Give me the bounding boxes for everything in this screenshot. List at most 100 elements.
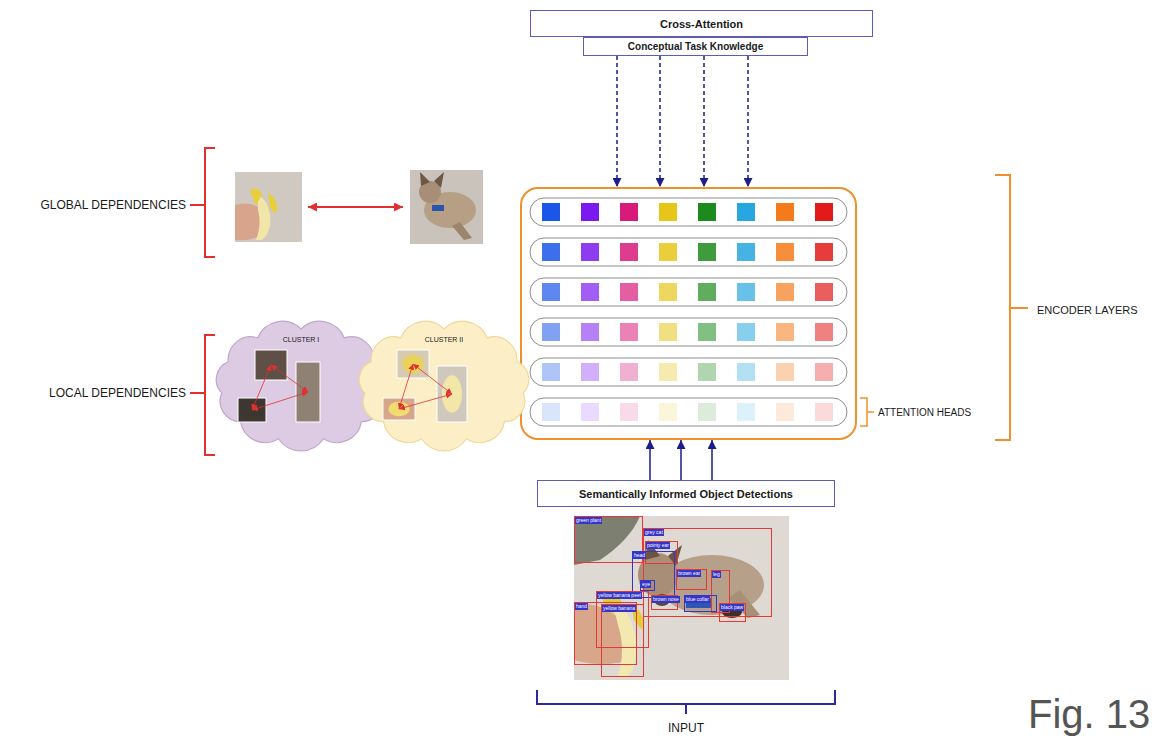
attention-head-square [620,323,638,341]
detection-tag: brown ear [677,570,701,577]
node-text: ENCODER LAYERS [1037,304,1138,316]
dependency-label: GLOBAL DEPENDENCIES [40,198,186,212]
cat-photo [410,170,483,244]
cat-photo [410,170,483,244]
attention-head-square [542,403,560,421]
attention-head-square [815,323,833,341]
attention-head-square [776,403,794,421]
attention-head-square [659,283,677,301]
detection-box [720,604,746,622]
attention-head-square [776,283,794,301]
detection-tag: head [633,552,646,559]
attention-head-square [542,323,560,341]
attention-head-square [659,363,677,381]
node-text: CLUSTER II [353,336,535,343]
attention-head-square [581,283,599,301]
layer-pill [530,278,847,306]
detection-box [641,581,655,591]
local-dependency-arrow [271,365,308,392]
attention-head-square [815,203,833,221]
local-dependency-arrow [413,364,452,394]
layer-pill [530,318,847,346]
detection-box [575,517,772,677]
detection-tag: eye [641,581,651,588]
attention-head-square [815,363,833,381]
detection-tag: blue collar [685,596,710,603]
red-bracket [190,335,215,455]
detection-tag: green plant [575,517,602,524]
attention-head-square [659,403,677,421]
banana-photo [250,189,262,206]
attention-head-square [620,283,638,301]
attention-head-square [698,323,716,341]
layer-pill [530,198,847,226]
attention-head-square [698,403,716,421]
input-photo [574,516,789,680]
input-photo [574,516,640,565]
detection-tag: yellow banana peel [597,592,642,599]
solid-arrow [711,440,713,480]
node-text: Semantically Informed Object Detections [579,488,793,500]
attention-head-square [737,323,755,341]
detection-tag: grey cat [644,529,664,536]
dependency-label: LOCAL DEPENDENCIES [49,386,186,400]
layer-pill [530,358,847,386]
red-bracket [190,148,215,257]
attention-head-square [581,203,599,221]
cat-photo [434,172,444,188]
detection-box [646,542,678,564]
attention-head-square [776,363,794,381]
bracket-label: INPUT [668,721,704,735]
attention-head-square [581,323,599,341]
encoder-layer-row [530,278,847,306]
detection-box [602,605,644,677]
attention-head-square [815,243,833,261]
attention-head-square [620,363,638,381]
attention-head-square [698,283,716,301]
process-box: Cross-Attention [530,10,873,37]
attention-head-square [776,323,794,341]
orange-bracket [995,175,1028,440]
encoder-layer-row [530,398,847,426]
process-box: Semantically Informed Object Detections [537,480,835,507]
attention-head-square [542,203,560,221]
bracket-label: ATTENTION HEADS [878,407,971,418]
cat-photo [420,172,430,186]
attention-head-square [581,243,599,261]
encoder-layer-row [530,238,847,266]
cluster-cloud: CLUSTER II [353,318,535,452]
attention-head-square [737,203,755,221]
attention-head-square [542,243,560,261]
attention-head-square [659,203,677,221]
attention-head-square [737,283,755,301]
attention-head-square [659,243,677,261]
attention-head-square [542,283,560,301]
attention-head-square [698,203,716,221]
dashed-arrow [659,56,661,187]
attention-head-square [776,203,794,221]
detection-tag: yellow banana [602,605,636,612]
attention-head-square [776,243,794,261]
attention-head-square [581,403,599,421]
detection-box [633,552,675,598]
detection-tag: black paw [720,604,744,611]
banana-photo [235,172,302,242]
attention-head-square [698,243,716,261]
banana-photo [256,195,270,240]
cat-photo [432,205,444,211]
detection-box [644,529,772,617]
local-dependency-arrow [399,364,413,409]
attention-head-square [737,363,755,381]
attention-head-square [737,403,755,421]
node-text: CLUSTER I [210,336,392,343]
encoder-layer-row [530,358,847,386]
solid-arrow [649,440,651,480]
attention-head-square [815,403,833,421]
detection-tag: brown nose [652,596,680,603]
input-photo [574,516,789,680]
blue-bracket [537,690,835,714]
solid-arrow [680,440,682,480]
attention-head-square [815,283,833,301]
local-dependency-arrow [252,392,308,410]
